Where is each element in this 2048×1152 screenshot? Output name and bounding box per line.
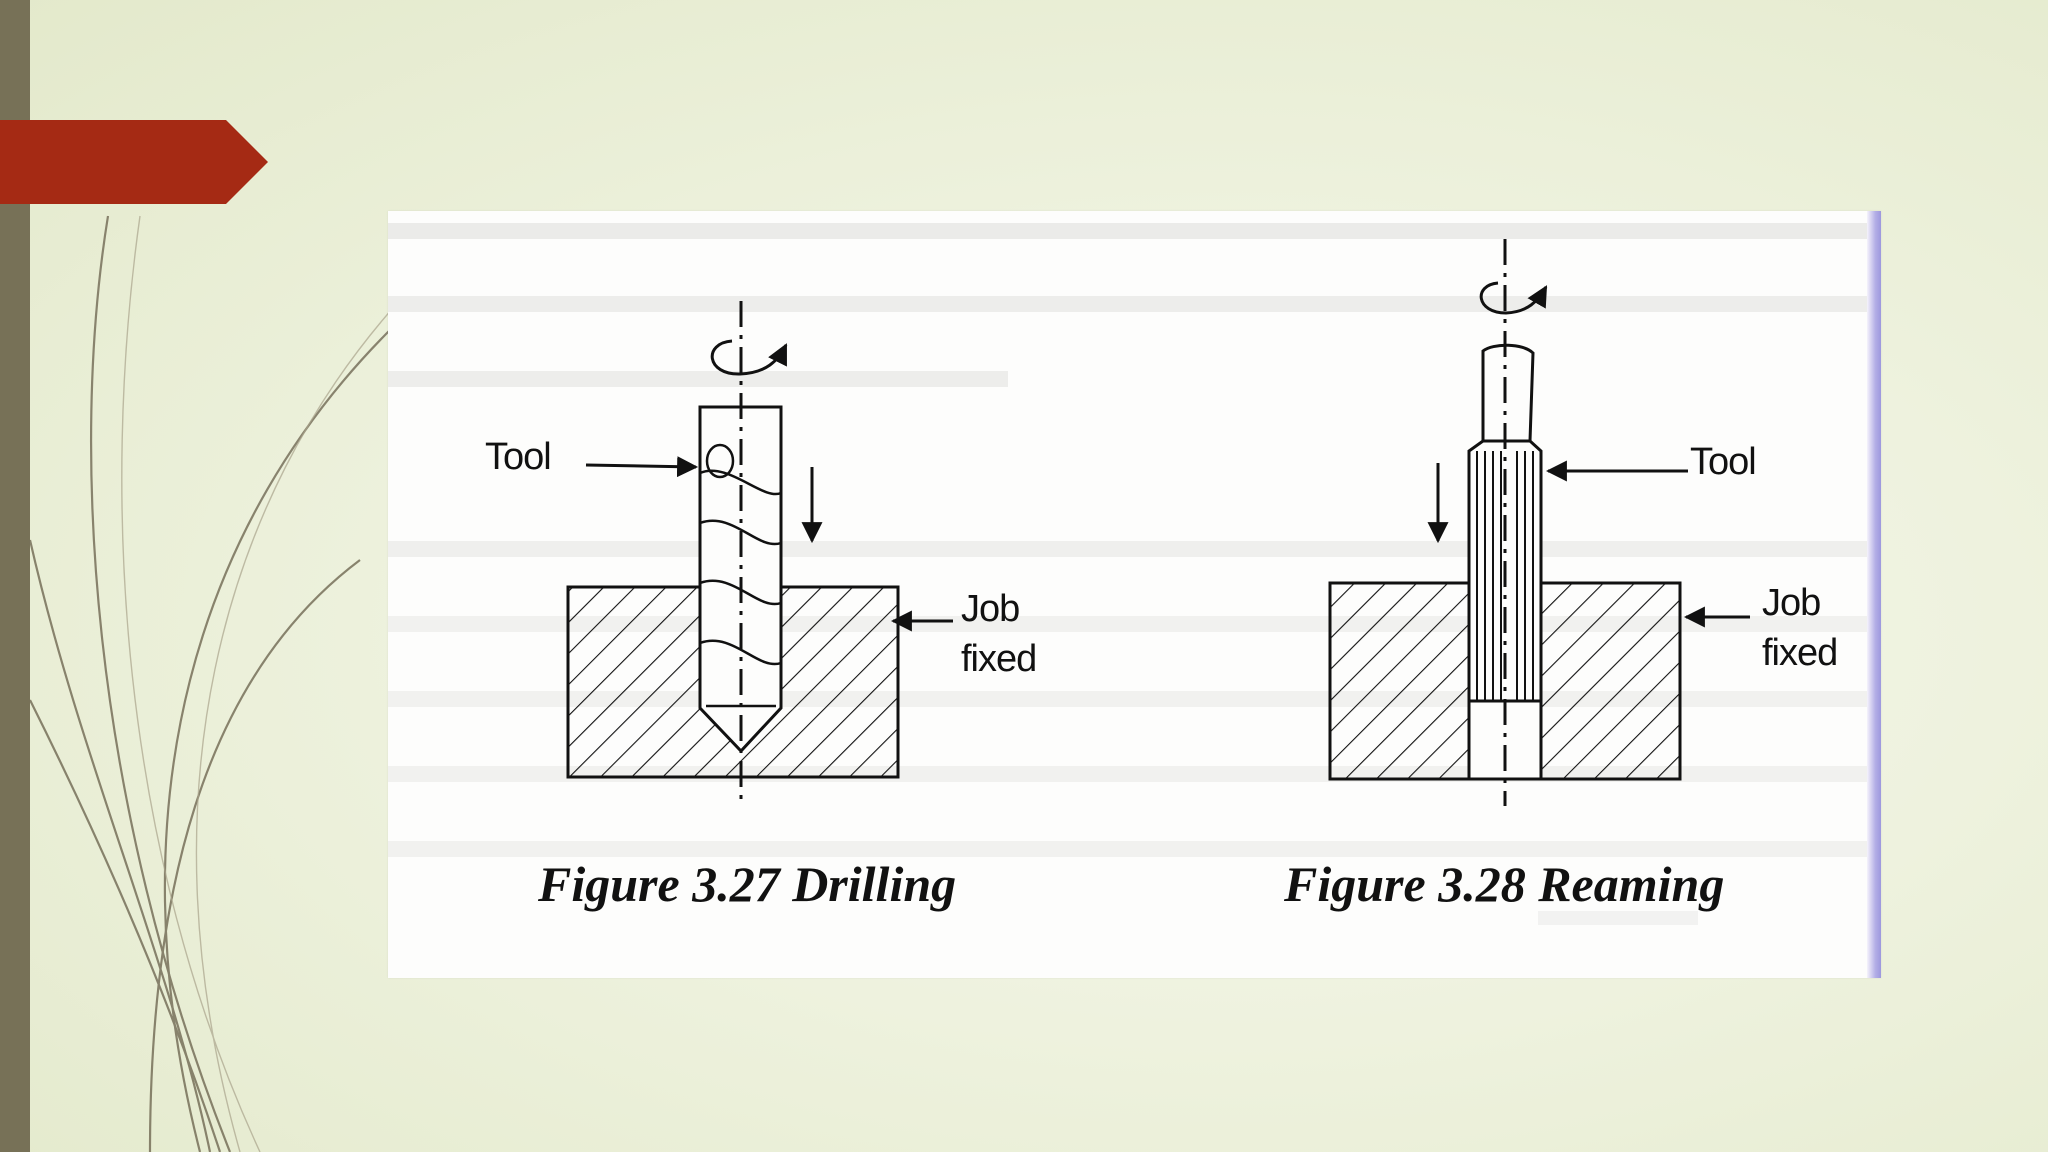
rotation-arrow-icon xyxy=(710,339,788,376)
reaming-caption: Figure 3.28 Reaming xyxy=(1283,856,1724,912)
reaming-tool-label: Tool xyxy=(1690,441,1756,483)
rotation-arrow-icon xyxy=(1479,281,1548,315)
side-tab-marker xyxy=(0,120,268,204)
reaming-diagram: Tool Job fixed Figure 3.28 Reaming xyxy=(1283,239,1838,912)
reaming-job-label-line2: fixed xyxy=(1762,632,1837,674)
figure-panel: Tool Job fixed Figure 3.27 Drilling xyxy=(388,211,1881,978)
drilling-caption: Figure 3.27 Drilling xyxy=(537,856,956,912)
drilling-job-label-line1: Job xyxy=(961,588,1019,630)
drilling-job-label-line2: fixed xyxy=(961,638,1036,680)
decorative-curves xyxy=(28,215,401,1152)
drilling-tool-label: Tool xyxy=(485,436,551,478)
reaming-job-label-line1: Job xyxy=(1762,582,1820,624)
drilling-diagram: Tool Job fixed Figure 3.27 Drilling xyxy=(485,301,1037,912)
scan-edge-shadow xyxy=(1867,211,1881,978)
